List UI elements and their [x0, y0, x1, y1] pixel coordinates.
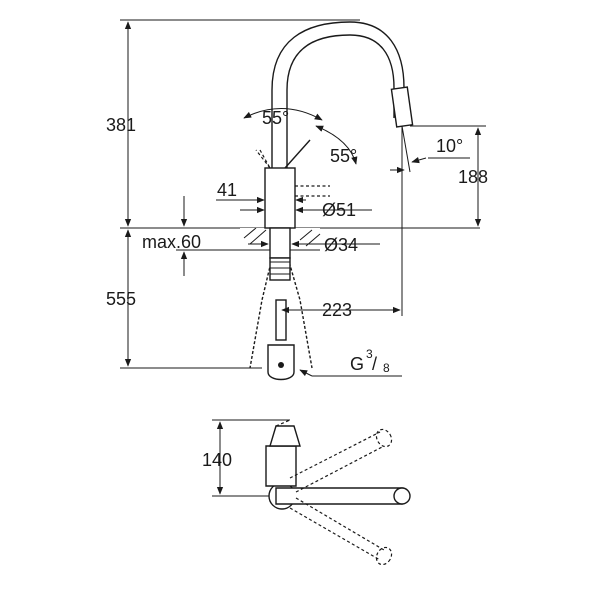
- plan-view: 140: [202, 419, 411, 566]
- dim-41-label: 41: [217, 180, 237, 200]
- faucet-body: [264, 167, 296, 229]
- svg-text:/: /: [372, 354, 377, 374]
- dim-381-label: 381: [106, 115, 136, 135]
- side-elevation: 381 555 188 10° 55° 55° 41 Ø51: [106, 19, 488, 381]
- spout-angle-label: 10°: [436, 136, 463, 156]
- plan-body: [265, 445, 297, 487]
- faucet-shank: [269, 227, 291, 259]
- spout-outer: [271, 21, 405, 168]
- plan-lever: [269, 425, 301, 447]
- dim-140-label: 140: [202, 450, 232, 470]
- dim-d51-label: Ø51: [322, 200, 356, 220]
- lever-angle-side-label: 55°: [330, 146, 357, 166]
- dim-223-label: 223: [322, 300, 352, 320]
- spray-head: [390, 86, 414, 128]
- dim-188-label: 188: [458, 167, 488, 187]
- thread-size-label: G 3 / 8: [350, 347, 390, 375]
- thread-numerator: 3: [366, 347, 373, 361]
- plan-spout: [275, 487, 409, 505]
- spout-inner: [286, 34, 395, 168]
- lever-angle-top-label: 55°: [262, 108, 289, 128]
- thread-prefix: G: [350, 354, 364, 374]
- thread-denominator: 8: [383, 361, 390, 375]
- plan-spout-swing-up: [289, 431, 381, 479]
- dim-555-label: 555: [106, 289, 136, 309]
- dim-d34-label: Ø34: [324, 235, 358, 255]
- dim-max60-label: max.60: [142, 232, 201, 252]
- plan-spout-swing-down: [289, 507, 381, 561]
- supply-hoses: [249, 257, 313, 381]
- lever-handle: [255, 139, 311, 169]
